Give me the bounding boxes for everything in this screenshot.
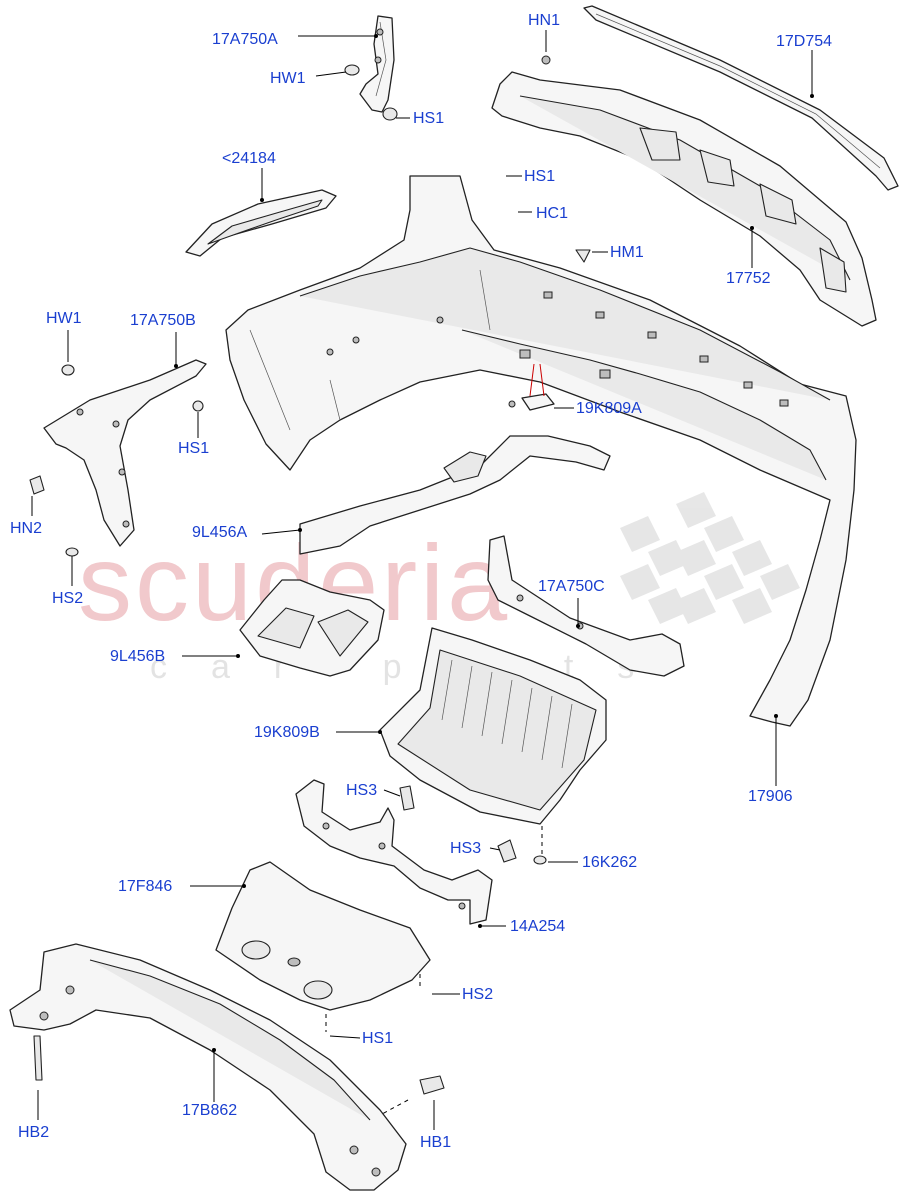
part-9L456B	[239, 579, 385, 677]
beam-17B862	[9, 943, 445, 1191]
bumper-cover-17906	[225, 175, 857, 727]
callout-HC1: HC1	[536, 205, 569, 222]
callout-HW1-left: HW1	[46, 310, 82, 327]
callout-17752: 17752	[726, 270, 771, 287]
bracket-14A254	[295, 779, 547, 925]
panel-17F846	[215, 861, 431, 1011]
part-9L456A	[299, 435, 611, 555]
callout-HS3-a: HS3	[346, 782, 378, 799]
callout-16K262: 16K262	[582, 854, 638, 871]
callout-17D754: 17D754	[776, 33, 833, 50]
callout-17906: 17906	[748, 788, 793, 805]
callout-9L456B: 9L456B	[110, 648, 166, 665]
callout-HN2: HN2	[10, 520, 43, 537]
callout-HS1-mid: HS1	[524, 168, 556, 185]
callout-24184: <24184	[222, 150, 276, 167]
callout-19K809A: 19K809A	[576, 400, 642, 417]
callout-HS2-left: HS2	[52, 590, 84, 607]
bracket-17A750A	[344, 15, 398, 121]
absorber-17752	[491, 55, 877, 327]
callout-HB1: HB1	[420, 1134, 452, 1151]
bracket-17A750B	[29, 359, 207, 557]
callout-17A750C: 17A750C	[538, 578, 605, 595]
callout-17A750A: 17A750A	[212, 31, 278, 48]
callout-HS1-top: HS1	[413, 110, 445, 127]
part-19K809A	[508, 363, 555, 411]
tray-19K809B	[379, 627, 607, 825]
callout-HS1-left: HS1	[178, 440, 210, 457]
trim-24184	[185, 189, 337, 257]
callout-9L456A: 9L456A	[192, 524, 248, 541]
callout-HN1: HN1	[528, 12, 561, 29]
callout-17A750B: 17A750B	[130, 312, 196, 329]
callout-17B862: 17B862	[182, 1102, 238, 1119]
callout-HM1: HM1	[610, 244, 644, 261]
strip-17D754	[583, 5, 899, 191]
callout-HS3-b: HS3	[450, 840, 482, 857]
callout-14A254: 14A254	[510, 918, 566, 935]
callout-HS1-bottom: HS1	[362, 1030, 394, 1047]
leader-lines	[31, 30, 814, 1130]
callout-19K809B: 19K809B	[254, 724, 320, 741]
callout-HB2: HB2	[18, 1124, 50, 1141]
callout-17F846: 17F846	[118, 878, 173, 895]
callout-HW1-top: HW1	[270, 70, 306, 87]
callout-HS2-bottom: HS2	[462, 986, 494, 1003]
